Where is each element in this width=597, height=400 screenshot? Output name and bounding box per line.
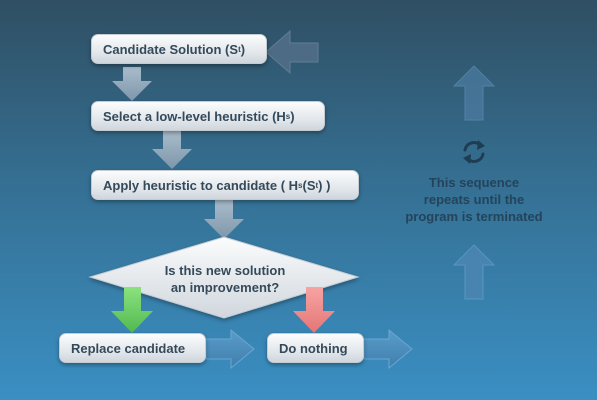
nothing-right-arrow: [363, 328, 413, 370]
nothing-label: Do nothing: [279, 340, 348, 356]
no-arrow: [293, 287, 335, 333]
loop-up-arrow-top: [452, 65, 496, 121]
replace-label: Replace candidate: [71, 340, 186, 356]
candidate-label: Candidate Solution (S: [103, 41, 239, 57]
replace-right-arrow: [205, 328, 255, 370]
decision-line-2: an improvement?: [170, 280, 280, 295]
decision-diamond: [88, 236, 360, 319]
down-arrow-3: [204, 200, 244, 239]
replace-candidate-box: Replace candidate: [59, 333, 206, 363]
candidate-close: ): [240, 41, 246, 57]
apply-sub2: t: [315, 180, 319, 190]
do-nothing-box: Do nothing: [267, 333, 364, 363]
apply-label: Apply heuristic to candidate ( H: [103, 177, 299, 193]
loop-note: This sequence repeats until the program …: [386, 174, 562, 225]
select-sub: s: [285, 111, 291, 121]
candidate-sub: t: [238, 44, 241, 54]
input-arrow-left: [265, 29, 319, 75]
apply-close: ) ): [318, 177, 331, 193]
select-label: Select a low-level heuristic (H: [103, 108, 286, 124]
loop-note-line-1: This sequence: [428, 175, 520, 190]
apply-sub1: s: [298, 180, 303, 190]
loop-note-line-2: repeats until the: [423, 192, 525, 207]
loop-note-line-3: program is terminated: [405, 209, 543, 224]
down-arrow-2: [152, 131, 192, 169]
decision-line-1: Is this new solution: [164, 263, 286, 278]
yes-arrow: [111, 287, 153, 333]
loop-up-arrow-bottom: [452, 244, 496, 300]
apply-mid: (S: [302, 177, 316, 193]
select-close: ): [290, 108, 295, 124]
down-arrow-1: [112, 67, 152, 101]
decision-text: Is this new solution an improvement?: [150, 262, 300, 296]
refresh-icon: [463, 140, 485, 164]
